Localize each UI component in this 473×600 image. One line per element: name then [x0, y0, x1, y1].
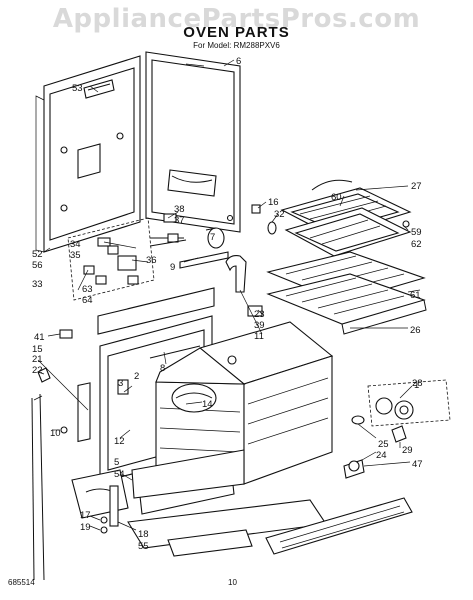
watermark: AppliancePartsPros.com [52, 4, 421, 34]
callout-label-36: 36 [146, 255, 157, 266]
footer-code: 685514 [8, 578, 35, 587]
callout-label-9: 9 [170, 262, 175, 273]
callout-label-37: 37 [174, 215, 185, 226]
callout-label-18: 18 [138, 529, 149, 540]
callout-label-15: 15 [32, 344, 43, 355]
back-insulation-panel [35, 55, 141, 253]
callout-label-19: 19 [80, 522, 91, 533]
callout-label-29: 29 [402, 445, 413, 456]
callout-label-63: 63 [82, 284, 93, 295]
callout-label-10: 10 [50, 428, 61, 439]
callout-label-35: 35 [70, 250, 81, 261]
callout-label-12: 12 [114, 436, 125, 447]
small-parts-upper [150, 204, 277, 249]
callout-label-23: 23 [254, 309, 265, 320]
callout-label-1: 1 [414, 380, 419, 391]
left-side-parts [31, 329, 129, 581]
callout-label-22: 22 [32, 365, 43, 376]
callout-label-6: 6 [236, 56, 241, 67]
callout-label-5: 5 [114, 457, 119, 468]
callout-label-64: 64 [82, 295, 93, 306]
diagram-title: OVEN PARTS [183, 24, 290, 41]
vent-strip [149, 239, 229, 269]
callout-label-54: 54 [114, 469, 125, 480]
callout-label-59: 59 [411, 227, 422, 238]
callout-label-11: 11 [254, 331, 264, 342]
callout-label-41: 41 [34, 332, 45, 343]
callout-label-47: 47 [412, 459, 423, 470]
callout-label-3: 3 [118, 378, 123, 389]
callout-label-28: 28 [412, 378, 423, 389]
callout-label-16: 16 [268, 197, 279, 208]
callout-label-39: 39 [254, 320, 265, 331]
broil-element-and-rack [280, 179, 412, 257]
callout-label-26: 26 [410, 325, 421, 336]
callout-label-34: 34 [70, 239, 81, 250]
callout-label-61: 61 [410, 290, 421, 301]
callout-label-52: 52 [32, 249, 43, 260]
callout-label-53: 53 [72, 83, 83, 94]
leader-lines [37, 59, 421, 531]
oven-racks [266, 251, 427, 335]
right-side-parts [265, 379, 451, 555]
callout-label-17: 17 [80, 510, 91, 521]
callout-label-24: 24 [376, 450, 387, 461]
callout-label-14: 14 [202, 399, 213, 410]
callout-label-32: 32 [274, 209, 285, 220]
model-subtitle: For Model: RM288PXV6 [193, 41, 280, 50]
callout-label-62: 62 [411, 239, 422, 250]
callout-label-27: 27 [411, 181, 422, 192]
back-panel [145, 51, 241, 233]
callout-label-60: 60 [331, 192, 342, 203]
callout-label-2: 2 [134, 371, 139, 382]
bottom-parts [71, 449, 327, 557]
callout-label-7: 7 [210, 232, 215, 243]
page-number: 10 [228, 578, 237, 587]
callout-label-55: 55 [138, 541, 149, 552]
callout-label-56: 56 [32, 260, 43, 271]
callout-label-33: 33 [32, 279, 43, 290]
callout-label-25: 25 [378, 439, 389, 450]
callout-label-21: 21 [32, 354, 43, 365]
callout-label-38: 38 [174, 204, 185, 215]
vent-duct [225, 255, 263, 317]
callout-label-8: 8 [160, 363, 165, 374]
